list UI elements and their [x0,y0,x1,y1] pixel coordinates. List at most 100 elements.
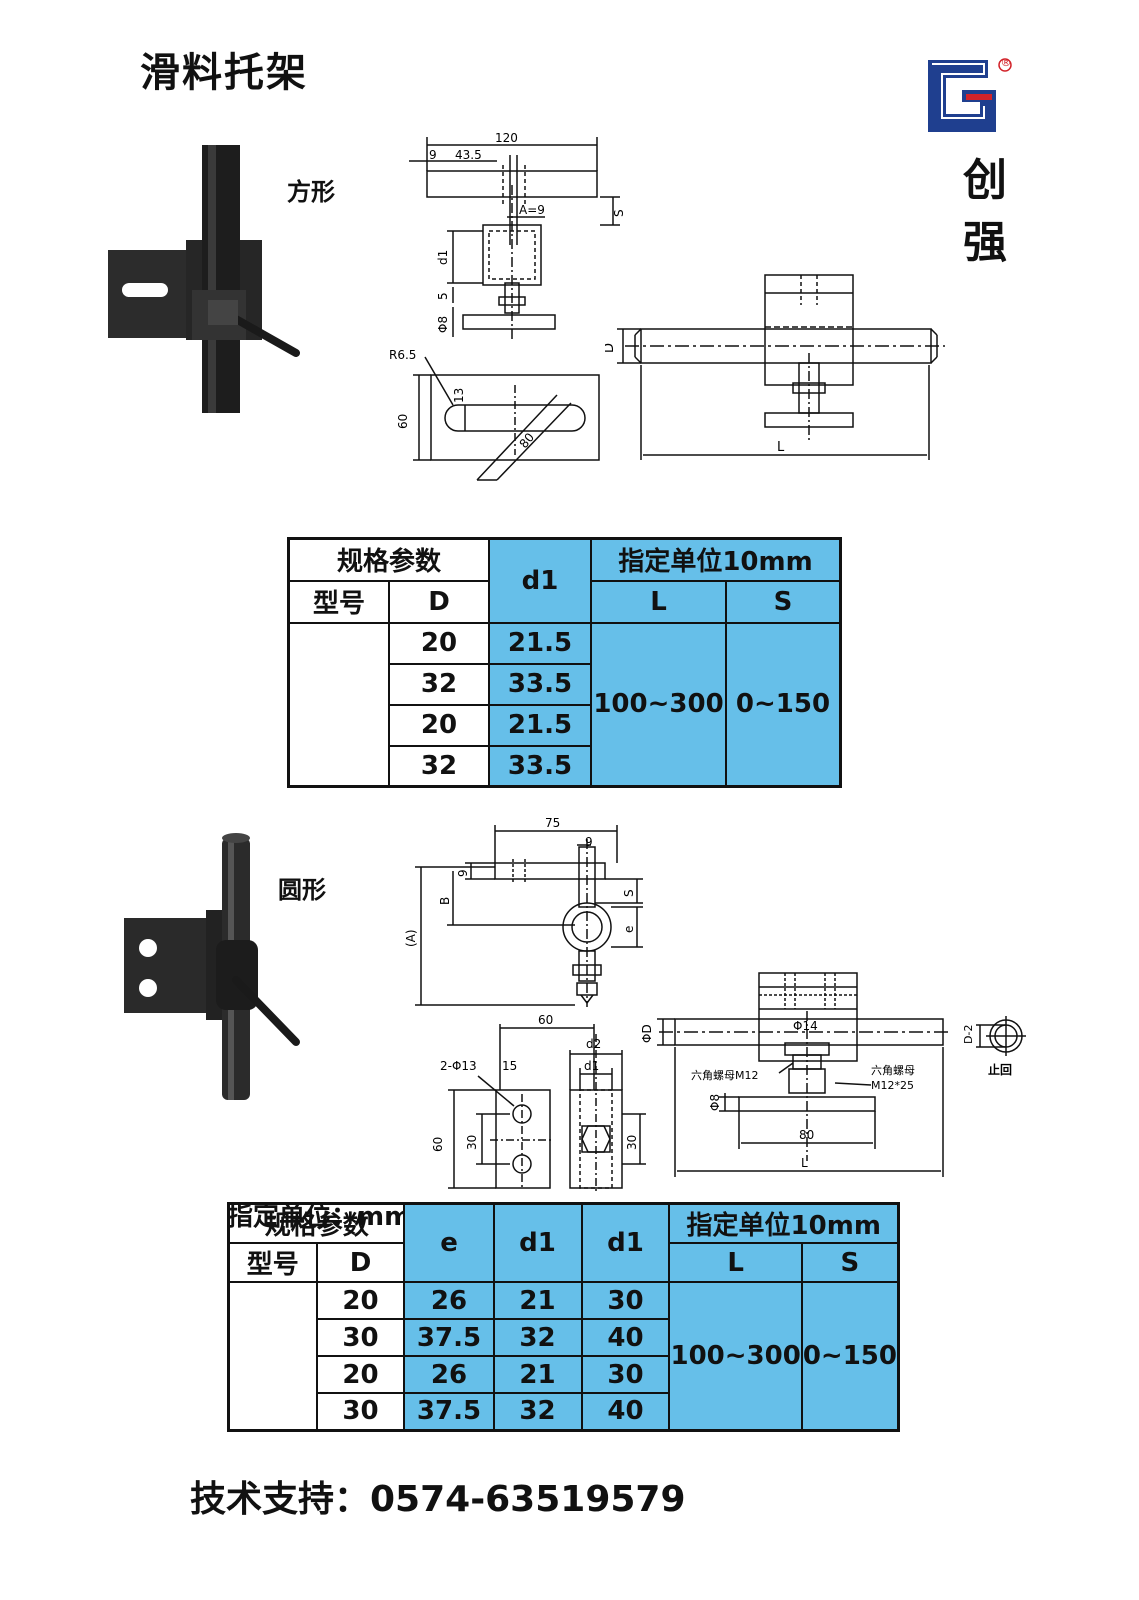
dim-80: 80 [517,430,538,451]
label-nut-m12x25-a: 六角螺母 [871,1064,915,1077]
brand-char-1: 创 [963,155,1007,206]
table-row: 30 37.5 32 40 [229,1318,899,1357]
th-d1-a: d1 [492,1202,583,1283]
page-title: 滑料托架 [140,50,308,96]
cell-d1-b: 30 [580,1355,671,1394]
dim-holes: 2-Φ13 [440,1059,477,1073]
dim-120: 120 [495,131,518,145]
cell-e: 37.5 [403,1318,495,1357]
label-nut-m12: 六角螺母M12 [691,1069,759,1082]
label-stop: 止回 [988,1062,1012,1077]
cell-d1-a: 21 [492,1355,583,1394]
dim-75: 75 [545,816,560,830]
model-cell [227,1281,318,1431]
th-spec: 规格参数 [227,1202,406,1244]
dim-L: L [777,440,785,455]
round-side-drawing: ΦD Φ14 六角螺母M12 六角螺母 M12*25 Φ8 80 L [640,972,949,1177]
dim-9: 9 [429,148,437,162]
cell-d1-a: 32 [492,1392,583,1431]
th-S: S [800,1242,900,1283]
label-nut-m12x25-b: M12*25 [871,1079,914,1092]
th-model: 型号 [287,579,390,624]
cell-d1-b: 40 [580,1392,671,1431]
dim-9-side: 9 [456,869,470,877]
cell-D: 30 [315,1318,406,1357]
table-row: 32 33.5 [289,662,841,706]
dim-d-minus-2: D-2 [962,1025,975,1044]
dim-30-right: 30 [625,1135,639,1150]
th-model: 型号 [227,1242,318,1283]
th-L: L [668,1242,803,1283]
dim-D: D [605,343,617,353]
cell-S: 0~150 [725,621,842,788]
round-label: 圆形 [278,876,326,904]
dim-A: (A) [404,929,418,947]
dim-60-top: 60 [538,1013,553,1027]
dim-60-side: 60 [431,1137,445,1152]
cell-d1: 33.5 [488,744,592,788]
round-plate-drawing: 60 d2 d1 2-Φ13 15 60 30 30 [431,1013,646,1192]
cell-D: 32 [388,662,490,706]
th-D: D [315,1242,406,1283]
model-cell [287,621,390,788]
dim-phiD: ΦD [640,1024,654,1043]
th-unit: 指定单位10mm [668,1202,900,1244]
square-label: 方形 [287,178,335,206]
table-row: 20 21.5 [289,703,841,747]
dim-a9: A=9 [519,203,545,217]
registered-mark: ® [1000,56,1012,69]
cell-D: 32 [388,744,490,788]
cell-D: 30 [315,1392,406,1431]
brand-logo: ® [922,56,1012,136]
dim-30-left: 30 [465,1135,479,1150]
dim-e: e [622,926,636,933]
th-d1-b: d1 [580,1202,671,1283]
cell-D: 20 [388,703,490,747]
cell-d1-b: 40 [580,1318,671,1357]
square-plan-drawing: R6.5 13 60 80 [389,348,600,481]
cell-L: 100~300 [668,1281,803,1431]
cell-d1-b: 30 [580,1281,671,1320]
cell-e: 26 [403,1355,495,1394]
cell-S: 0~150 [800,1281,900,1431]
dim-r6-5: R6.5 [389,348,416,362]
square-product-photo [108,145,300,413]
brand-name: 创 强 [955,150,1015,274]
stop-detail-drawing: D-2 止回 [962,1016,1026,1077]
round-spec-table: 规格参数 e d1 d1 指定单位10mm 型号 D L S 20 26 21 … [227,1202,900,1432]
dim-s: S [612,209,626,217]
th-spec: 规格参数 [287,537,490,582]
dim-9-top: 9 [585,835,593,849]
dim-80: 80 [799,1128,814,1142]
cell-e: 26 [403,1281,495,1320]
dim-d1: d1 [584,1059,599,1073]
cell-D: 20 [388,621,490,665]
round-front-drawing: 75 9 9 B (A) S e [404,816,643,1007]
round-product-photo [124,833,300,1100]
square-front-drawing: 120 9 43.5 A=9 S d1 5 Φ8 [409,131,626,340]
th-e: e [403,1202,495,1283]
table-row: 30 37.5 32 40 [229,1392,899,1431]
cell-d1: 33.5 [488,662,592,706]
dim-d2: d2 [586,1037,601,1051]
th-S: S [725,579,842,624]
cell-D: 20 [315,1355,406,1394]
square-side-drawing: D L [605,274,945,460]
dim-B: B [438,897,452,905]
cell-d1: 21.5 [488,621,592,665]
cell-e: 37.5 [403,1392,495,1431]
dim-phi8: Φ8 [436,316,450,333]
dim-d1: d1 [436,250,450,265]
cell-d1-a: 32 [492,1318,583,1357]
dim-13: 13 [452,388,466,403]
cell-d1-a: 21 [492,1281,583,1320]
th-d1: d1 [488,537,592,624]
cell-L: 100~300 [590,621,727,788]
dim-60: 60 [396,414,410,429]
cell-d1: 21.5 [488,703,592,747]
square-spec-table: 规格参数 d1 指定单位10mm 型号 D L S 20 21.5 100~30… [287,537,842,788]
dim-15: 15 [502,1059,517,1073]
table-row: 20 21.5 100~300 0~150 [287,621,842,788]
dim-phi8: Φ8 [708,1094,722,1111]
th-L: L [590,579,727,624]
